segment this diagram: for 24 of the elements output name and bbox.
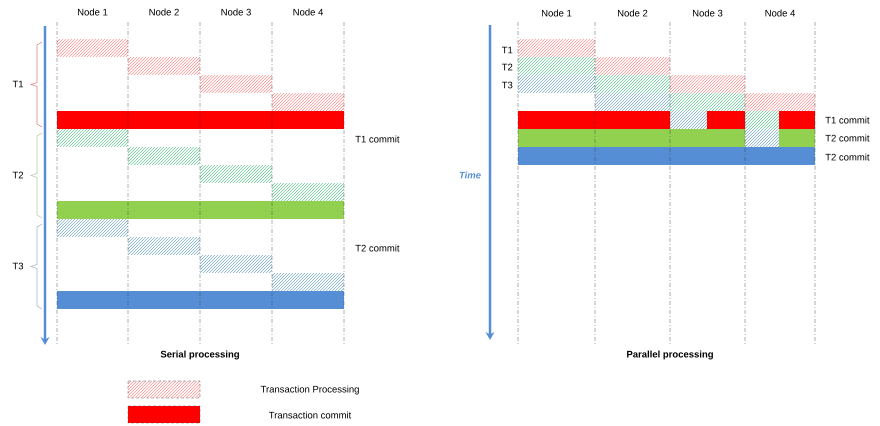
transaction-label: T2 (12, 172, 24, 178)
commit-label: T1 commit (825, 116, 870, 124)
transaction-label: T3 (12, 262, 24, 270)
commit-label: T2 commit (355, 244, 400, 252)
transaction-label: T1 (502, 46, 512, 54)
column-header: Node 2 (149, 8, 179, 16)
legend-text: Transaction commit (268, 412, 352, 418)
commit-label: T1 commit (355, 136, 400, 142)
panel-title: Serial processing (160, 350, 239, 360)
column-header: Node 1 (542, 10, 572, 16)
commit-label: T2 commit (825, 134, 870, 142)
commit-label: T2 commit (825, 154, 870, 160)
column-header: Node 3 (692, 10, 722, 16)
transaction-label: T1 (12, 80, 24, 88)
transaction-label: T3 (502, 82, 512, 88)
transaction-label: T2 (502, 64, 512, 70)
column-header: Node 2 (618, 10, 648, 16)
column-header: Node 4 (293, 8, 324, 16)
legend-text: Transaction Processing (260, 386, 359, 394)
column-header: Node 1 (78, 8, 108, 16)
panel-title: Parallel processing (627, 350, 713, 360)
column-header: Node 4 (765, 10, 796, 16)
column-header: Node 3 (221, 8, 251, 16)
axis-label: Time (460, 172, 481, 178)
